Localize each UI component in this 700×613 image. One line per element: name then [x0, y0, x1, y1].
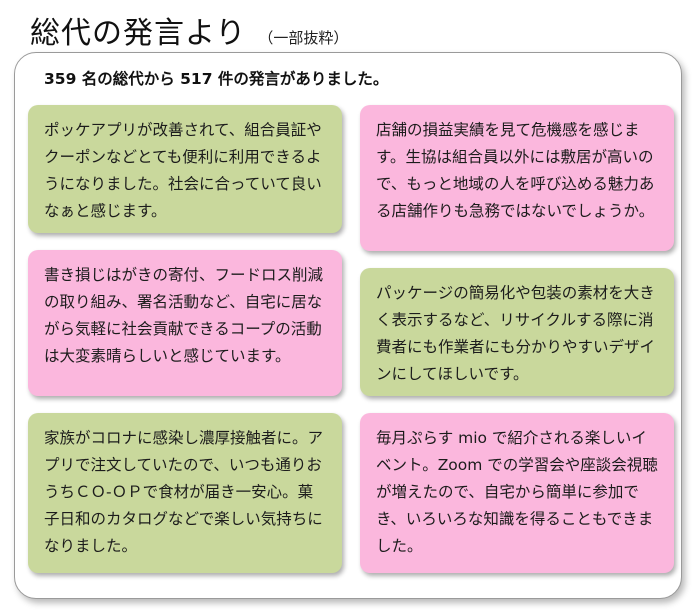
comment-card: 家族がコロナに感染し濃厚接触者に。アプリで注文していたので、いつも通りおうちＣＯ…: [28, 413, 342, 573]
comment-card: 店舗の損益実績を見て危機感を感じます。生協は組合員以外には敷居が高いので、もっと…: [360, 105, 674, 251]
page-title: 総代の発言より: [30, 16, 247, 51]
header: 総代の発言より （一部抜粋）: [30, 8, 349, 51]
comment-card: 書き損じはがきの寄付、フードロス削減の取り組み、署名活動など、自宅に居ながら気軽…: [28, 250, 342, 396]
comment-card: ポッケアプリが改善されて、組合員証やクーポンなどとても便利に利用できるようになり…: [28, 105, 342, 233]
comment-card: 毎月ぷらす mio で紹介される楽しいイベント。Zoom での学習会や座談会視聴…: [360, 413, 674, 573]
summary-text: 359 名の総代から 517 件の発言がありました。: [44, 70, 389, 88]
comment-card: パッケージの簡易化や包装の素材を大きく表示するなど、リサイクルする際に消費者にも…: [360, 268, 674, 396]
page-subtitle: （一部抜粋）: [258, 29, 349, 47]
